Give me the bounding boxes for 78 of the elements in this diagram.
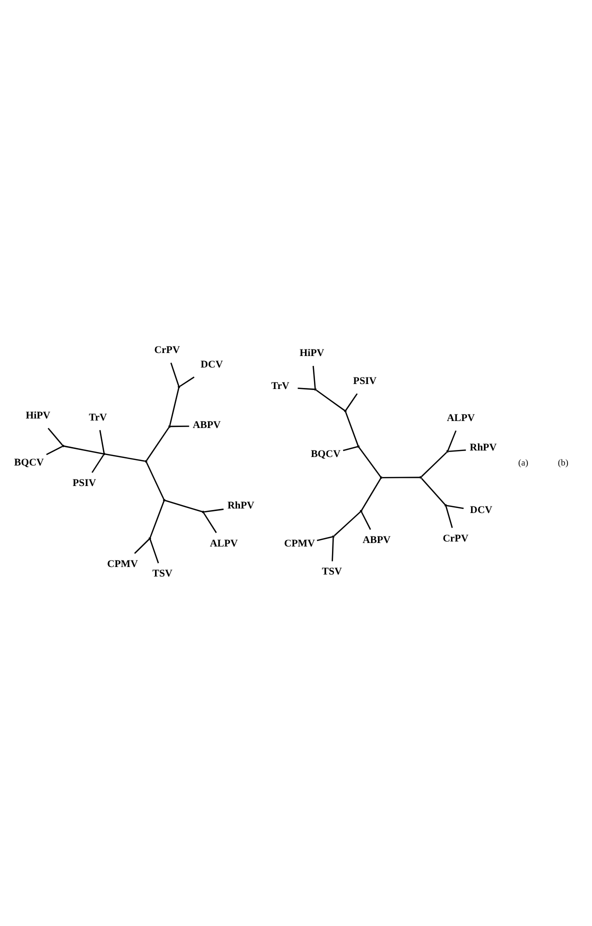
node-text: CrPV <box>154 344 180 356</box>
connector <box>105 454 145 462</box>
node-point <box>168 425 171 428</box>
connector <box>447 430 457 451</box>
connector <box>150 500 164 538</box>
node-point <box>360 510 362 512</box>
node-text: BQCV <box>14 457 44 468</box>
connector <box>358 446 382 478</box>
node-text: BQCV <box>310 448 340 460</box>
node-text: TSV <box>152 568 172 580</box>
node-point <box>144 460 148 463</box>
node-text: TrV <box>88 412 107 424</box>
node-point <box>380 476 382 479</box>
node-text: HiPV <box>300 348 324 359</box>
connector <box>382 476 420 478</box>
node-point <box>419 476 422 479</box>
node-text: ALPV <box>446 412 475 424</box>
connector <box>334 511 361 536</box>
connector <box>134 538 150 554</box>
connector <box>342 446 358 452</box>
node-text: HiPV <box>26 410 50 422</box>
node-text: CPMV <box>284 538 315 550</box>
connector <box>150 539 159 564</box>
label: (a) <box>518 457 528 468</box>
node-point <box>344 410 347 412</box>
connector <box>316 536 332 542</box>
node-point <box>444 504 448 507</box>
node-point <box>314 388 316 391</box>
node-point <box>62 444 64 448</box>
connector <box>332 538 334 562</box>
connector <box>203 512 217 534</box>
connector <box>170 362 180 386</box>
connector <box>361 478 382 511</box>
node-text: PSIV <box>353 376 377 387</box>
connector <box>345 393 358 410</box>
node-point <box>102 452 106 456</box>
connector <box>92 454 104 473</box>
node-text: CrPV <box>442 533 468 544</box>
connector <box>146 462 164 500</box>
node-text: RhPV <box>227 500 254 512</box>
connector <box>316 390 345 411</box>
connector <box>361 512 372 530</box>
node-text: PSIV <box>72 478 96 489</box>
node-text: ABPV <box>362 535 391 546</box>
connector <box>165 500 202 512</box>
node-text: CPMV <box>107 559 138 570</box>
node-point <box>357 445 360 448</box>
node-text: DCV <box>200 360 223 371</box>
node-text: TrV <box>271 380 290 392</box>
connector <box>169 388 180 426</box>
node-point <box>178 386 180 388</box>
label: (b) <box>558 457 568 468</box>
node-text: DCV <box>470 504 492 516</box>
connector <box>298 388 314 390</box>
node-point <box>148 537 152 540</box>
connector <box>448 449 466 452</box>
node-point <box>202 510 204 514</box>
connector <box>204 508 224 512</box>
node-text: TSV <box>322 566 342 578</box>
connector <box>146 426 170 461</box>
connector <box>421 452 448 477</box>
node-point <box>332 535 335 538</box>
connector <box>180 376 194 387</box>
connector <box>446 505 464 509</box>
node-text: ABPV <box>192 420 221 431</box>
node-point <box>446 450 449 453</box>
connector <box>170 426 190 428</box>
connector <box>48 428 63 446</box>
connector <box>445 506 453 528</box>
connector <box>99 430 105 454</box>
connector <box>312 366 316 388</box>
node-point <box>163 498 166 502</box>
connector <box>421 478 446 506</box>
connector <box>64 446 104 454</box>
connector <box>46 446 62 456</box>
node-text: ALPV <box>210 538 238 550</box>
node-text: RhPV <box>470 442 497 454</box>
connector <box>345 412 359 446</box>
